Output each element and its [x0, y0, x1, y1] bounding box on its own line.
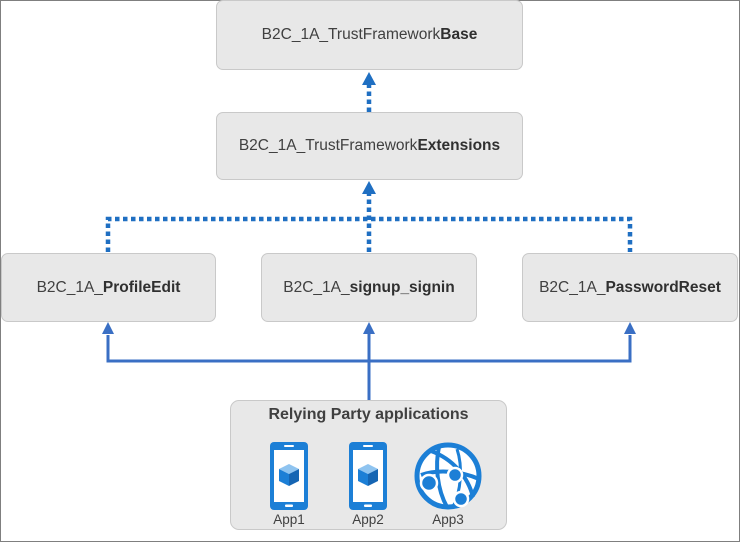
node-password-reset-bold: PasswordReset	[605, 278, 721, 296]
app-label: App3	[432, 512, 464, 527]
node-password-reset-prefix: B2C_1A_	[539, 278, 606, 296]
node-profile-edit-bold: ProfileEdit	[102, 278, 181, 296]
app-item[interactable]: App2	[328, 441, 408, 527]
solid-arrowheads	[102, 322, 636, 334]
app-label: App2	[352, 512, 384, 527]
node-signup-signin-prefix: B2C_1A_	[283, 278, 350, 296]
app-item[interactable]: App1	[249, 441, 329, 527]
node-base-bold: Base	[440, 26, 478, 43]
base-arrowhead	[362, 72, 376, 85]
node-signup-signin[interactable]: B2C_1A_signup_signin	[261, 253, 477, 322]
extensions-arrowhead	[362, 181, 376, 194]
relying-party-group: Relying Party applications App1 App2	[230, 400, 507, 530]
node-profile-edit[interactable]: B2C_1A_ProfileEdit	[1, 253, 216, 322]
app-item[interactable]: App3	[408, 441, 488, 527]
mobile-app-icon	[349, 442, 387, 510]
mobile-app-icon	[270, 442, 308, 510]
node-extensions-bold: Extensions	[417, 137, 501, 154]
node-password-reset[interactable]: B2C_1A_PasswordReset	[522, 253, 738, 322]
rp-to-policies-connector	[106, 333, 632, 400]
node-extensions-prefix: B2C_1A_TrustFramework	[238, 137, 418, 154]
node-profile-edit-prefix: B2C_1A_	[36, 278, 103, 296]
relying-party-title: Relying Party applications	[268, 406, 469, 423]
web-app-globe-icon	[414, 442, 482, 510]
node-signup-signin-bold: signup_signin	[349, 278, 455, 296]
policies-to-extensions-dotted-connector	[105, 194, 633, 252]
node-base-prefix: B2C_1A_TrustFramework	[261, 26, 441, 43]
app-label: App1	[273, 512, 305, 527]
